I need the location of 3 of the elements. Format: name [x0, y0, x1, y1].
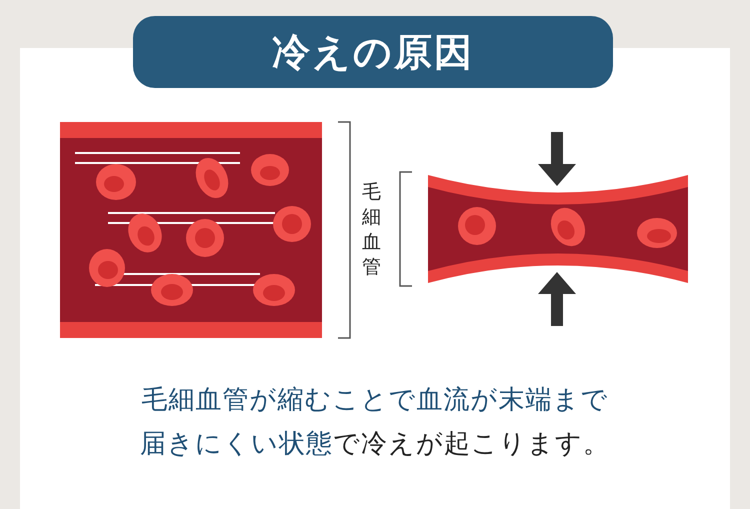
title-banner: 冷えの原因 [133, 16, 613, 88]
caption: 毛細血管が縮むことで血流が末端まで届きにくい状態で冷えが起こります。 [139, 384, 611, 461]
vessel-label: 毛細血管 [362, 180, 382, 280]
